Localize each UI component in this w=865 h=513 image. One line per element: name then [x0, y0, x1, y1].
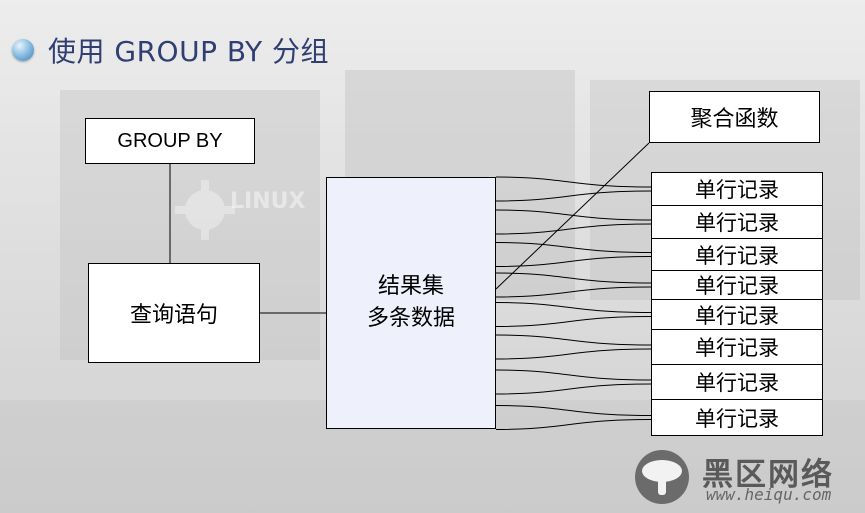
slide-title: 使用 GROUP BY 分组	[12, 28, 329, 72]
title-text: 使用 GROUP BY 分组	[48, 35, 330, 68]
result-set-sublabel: 多条数据	[366, 306, 455, 331]
record-label: 单行记录	[695, 303, 779, 328]
query-label: 查询语句	[129, 303, 218, 328]
record-label: 单行记录	[695, 336, 779, 360]
record-box: 单行记录	[651, 172, 823, 206]
record-label: 单行记录	[695, 406, 779, 431]
record-label: 单行记录	[695, 211, 779, 235]
query-box: 查询语句	[88, 263, 260, 363]
gear-icon	[175, 180, 235, 240]
aggregate-function-label: 聚合函数	[690, 107, 779, 132]
svg-text:LINUX: LINUX	[230, 189, 305, 214]
record-label: 单行记录	[695, 178, 779, 202]
mushroom-logo-icon	[635, 450, 689, 504]
record-box: 单行记录	[651, 299, 823, 330]
record-box: 单行记录	[651, 364, 823, 400]
record-box: 单行记录	[651, 238, 823, 271]
result-set-label: 结果集	[377, 274, 444, 299]
bullet-icon	[12, 39, 34, 61]
watermark: 黑区网络 www.heiqu.com	[632, 447, 862, 507]
record-label: 单行记录	[695, 274, 779, 298]
record-box: 单行记录	[651, 205, 823, 239]
record-box: 单行记录	[651, 399, 823, 436]
result-set-box: 结果集 多条数据	[326, 177, 496, 429]
watermark-url: www.heiqu.com	[706, 485, 832, 504]
record-label: 单行记录	[695, 371, 779, 395]
record-label: 单行记录	[695, 243, 779, 268]
watermark-name: 黑区网络	[702, 457, 834, 493]
group-by-label: GROUP BY	[117, 129, 223, 152]
aggregate-function-box: 聚合函数	[649, 91, 820, 143]
record-box: 单行记录	[651, 270, 823, 300]
group-by-box: GROUP BY	[85, 118, 255, 164]
record-box: 单行记录	[651, 329, 823, 365]
